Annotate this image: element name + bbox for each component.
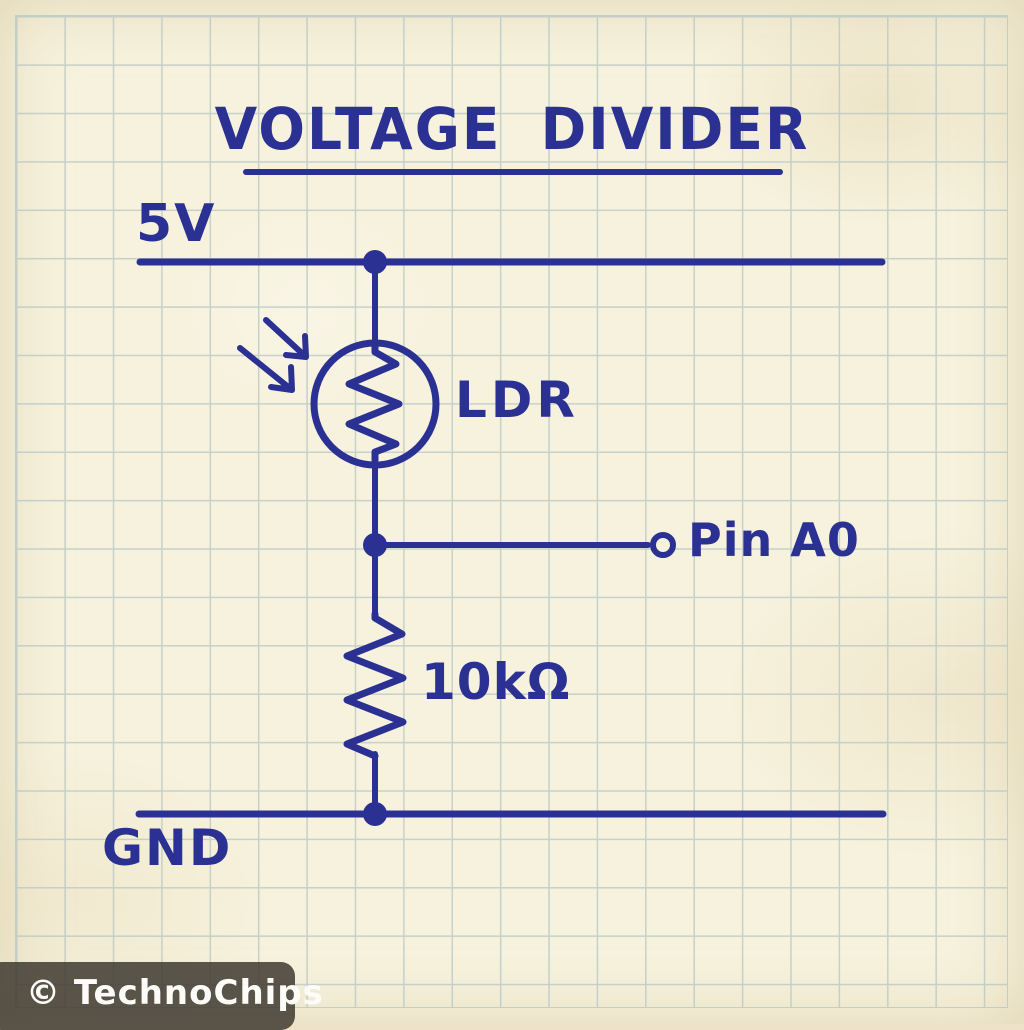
grid-lines: [15, 15, 1008, 1008]
watermark-badge: © TechnoChips: [0, 962, 323, 1030]
light-arrow-bottom: [237, 345, 295, 393]
ldr-circle: [310, 339, 440, 469]
ldr-label: LDR: [455, 371, 579, 429]
ground-label: GND: [102, 819, 233, 877]
resistor-zigzag: [343, 610, 407, 760]
light-arrows-icon: [237, 317, 309, 393]
pin-a0-label: Pin A0: [688, 513, 860, 567]
watermark-text: © TechnoChips: [26, 973, 324, 1013]
junction-dot-middle: [363, 533, 387, 557]
light-arrow-top: [263, 317, 309, 360]
resistor-value-label: 10kΩ: [421, 653, 571, 711]
junction-dot-supply: [363, 250, 387, 274]
diagram-title: VOLTAGE DIVIDER: [214, 95, 810, 163]
pin-terminal-circle: [650, 532, 676, 558]
junction-dot-ground: [363, 802, 387, 826]
ldr-symbol: [237, 317, 440, 469]
ldr-zigzag: [345, 342, 403, 464]
supply-voltage-label: 5V: [136, 194, 217, 254]
